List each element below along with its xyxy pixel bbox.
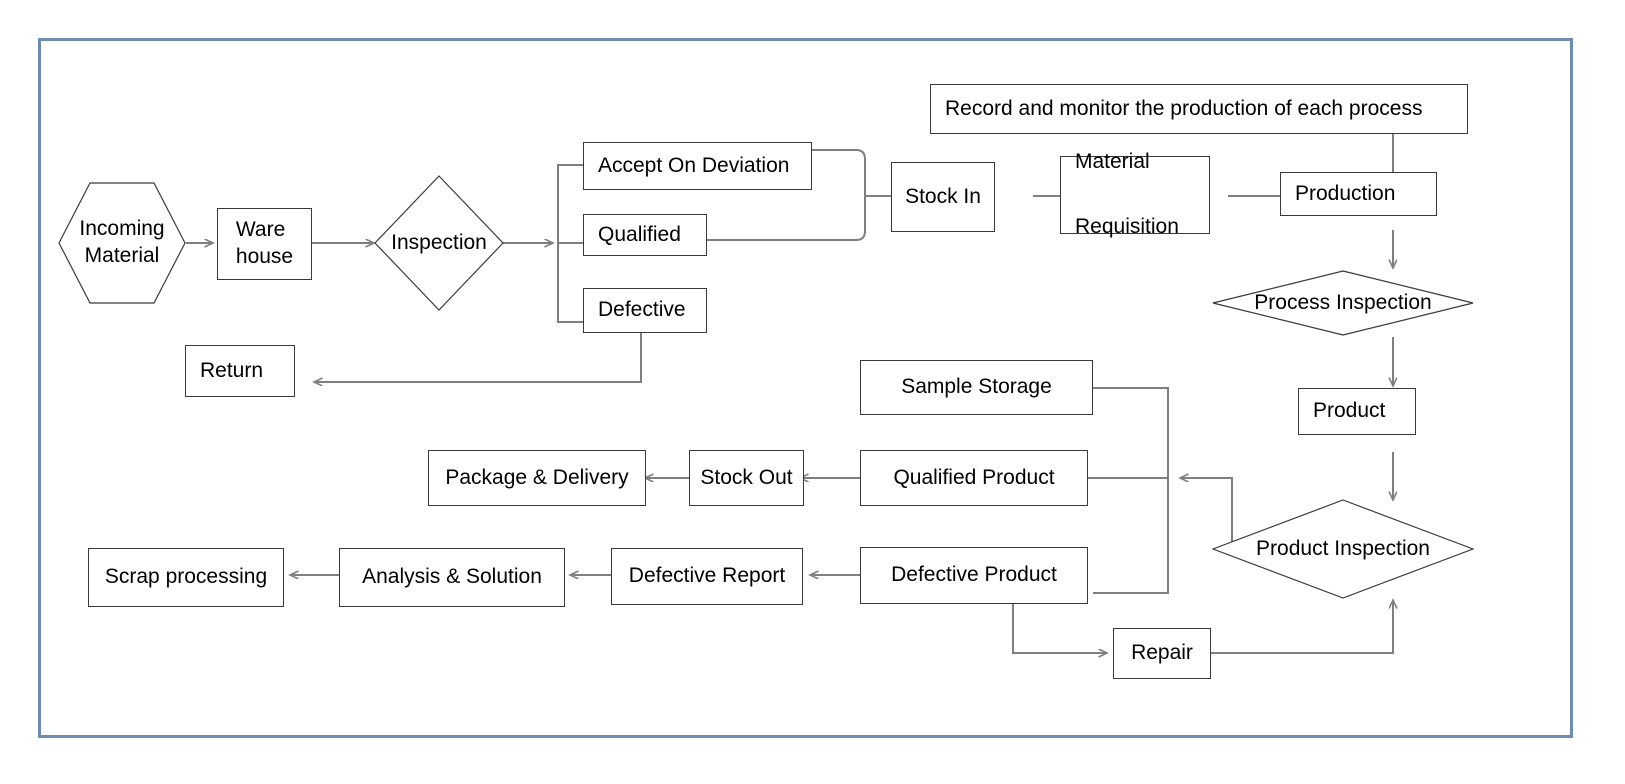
node-defective[interactable]: Defective [583,288,707,333]
node-label: Repair [1131,641,1193,665]
node-label: Sample Storage [901,375,1052,399]
node-label: Process Inspection [1254,290,1432,314]
node-record-monitor[interactable]: Record and monitor the production of eac… [930,84,1468,134]
node-process-inspection[interactable]: Process Inspection [1212,270,1474,336]
node-label: Return [200,358,264,382]
node-label: Qualified Product [893,465,1055,489]
node-return[interactable]: Return [185,345,295,397]
node-incoming-material[interactable]: Incoming Material [58,182,186,304]
node-scrap-processing[interactable]: Scrap processing [88,548,284,607]
node-label: Defective [598,298,686,322]
node-label: Material Requisition [1075,150,1179,239]
node-stock-in[interactable]: Stock In [891,162,995,232]
node-accept-on-deviation[interactable]: Accept On Deviation [583,142,812,190]
node-label: Production [1295,181,1396,205]
node-material-requisition[interactable]: Material Requisition [1060,150,1210,238]
node-qualified-product[interactable]: Qualified Product [860,450,1088,506]
node-inspection[interactable]: Inspection [374,175,504,311]
node-label: Analysis & Solution [362,565,542,589]
node-qualified[interactable]: Qualified [583,214,707,256]
node-label: Package & Delivery [445,465,629,489]
node-repair[interactable]: Repair [1113,628,1211,679]
node-label: Inspection [391,230,487,254]
node-ware-house[interactable]: Ware house [217,208,312,280]
node-sample-storage[interactable]: Sample Storage [860,360,1093,415]
node-label: Stock Out [700,465,793,489]
diamond-icon [374,175,504,311]
node-label: Product Inspection [1256,536,1430,560]
node-defective-report[interactable]: Defective Report [611,548,803,605]
node-label: Defective Report [628,564,786,588]
node-stock-out[interactable]: Stock Out [689,450,804,506]
diamond-icon [1212,499,1474,599]
diamond-icon [1212,270,1474,336]
node-label: Ware house [235,218,294,268]
node-label: Record and monitor the production of eac… [945,96,1423,120]
node-label: Scrap processing [104,565,268,589]
node-label: Incoming Material [79,217,165,267]
node-product[interactable]: Product [1298,388,1416,435]
node-defective-product[interactable]: Defective Product [860,547,1088,604]
node-label: Qualified [598,222,681,246]
node-label: Accept On Deviation [598,153,790,177]
hexagon-icon [58,182,186,304]
node-label: Stock In [905,184,981,208]
node-product-inspection[interactable]: Product Inspection [1212,499,1474,599]
node-analysis-solution[interactable]: Analysis & Solution [339,548,565,607]
node-package-delivery[interactable]: Package & Delivery [428,450,646,506]
node-label: Product [1313,399,1386,423]
node-production[interactable]: Production [1280,172,1437,216]
node-label: Defective Product [891,563,1057,587]
